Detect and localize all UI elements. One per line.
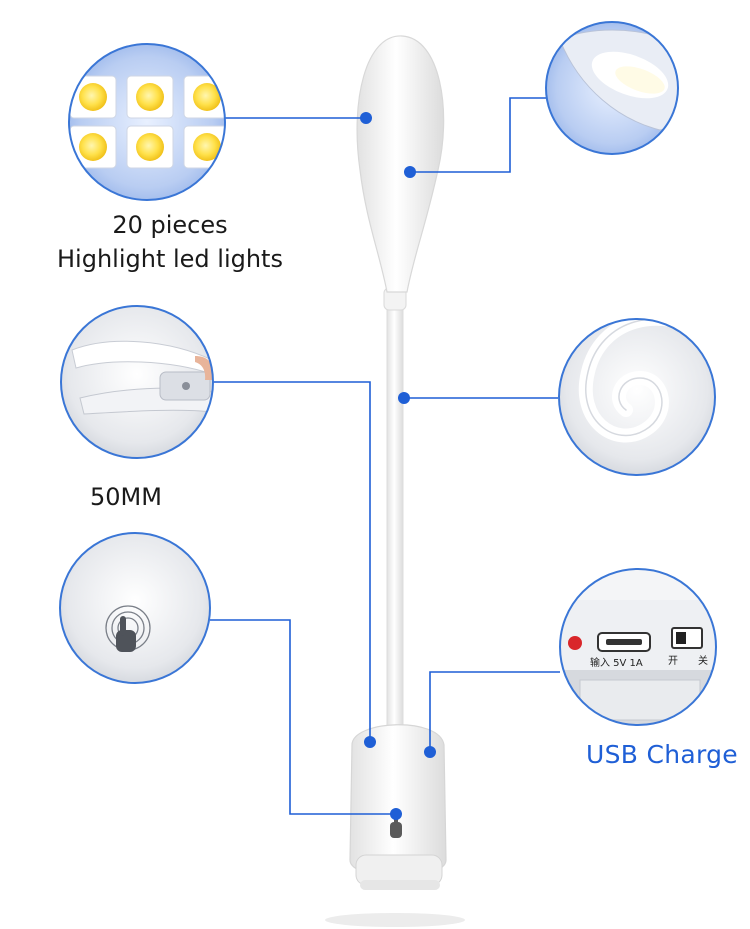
lamp-gooseneck	[386, 299, 404, 771]
callout-line-touch	[210, 619, 396, 815]
detail-circle-usb: 输入 5V 1A 开 关	[559, 568, 717, 726]
callout-dots	[360, 112, 436, 820]
clip-size-label: 50MM	[90, 483, 162, 511]
desk-lamp	[325, 35, 465, 927]
touch-icon	[105, 605, 151, 652]
lamp-head	[356, 35, 445, 293]
detail-circle-gooseneck	[558, 318, 716, 476]
callout-line-usb	[429, 671, 560, 752]
indicator-led	[568, 636, 582, 650]
callout-line-head	[410, 97, 548, 173]
detail-circle-leds	[68, 43, 226, 201]
usb-charge-label: USB Charge	[586, 740, 738, 769]
led-feature-label: 20 pieces Highlight led lights	[0, 208, 340, 276]
led-chip-grid	[69, 75, 225, 169]
callout-lines	[210, 97, 560, 815]
led-count-text: 20 pieces	[112, 211, 228, 239]
callout-line-clip	[212, 381, 371, 742]
switch-on-text: 开	[668, 656, 678, 667]
detail-circle-touch	[59, 532, 211, 684]
switch-off-text: 关	[698, 654, 708, 667]
usb-input-text: 输入 5V 1A	[590, 656, 643, 669]
detail-circle-clip	[60, 305, 214, 459]
led-description-text: Highlight led lights	[57, 245, 283, 273]
detail-circle-lamp-head	[545, 21, 679, 155]
